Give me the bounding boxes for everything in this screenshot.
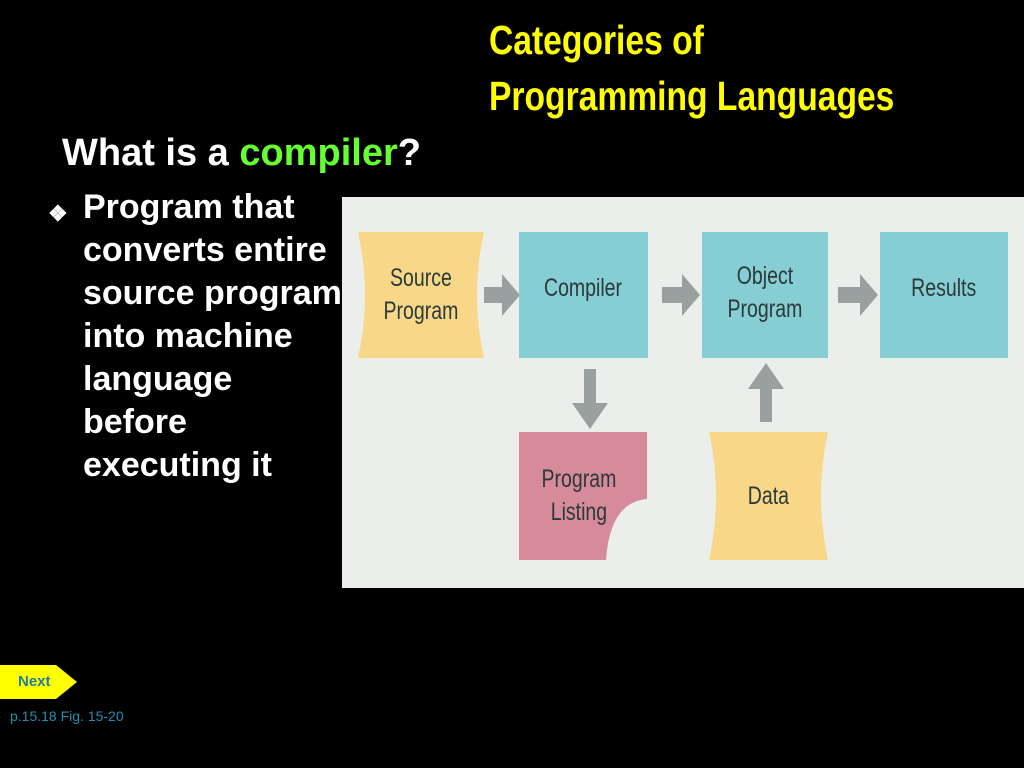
results-label: Results (911, 274, 977, 302)
program-listing-shape (519, 432, 647, 560)
figure-reference: p.15.18 Fig. 15-20 (10, 708, 124, 724)
question-highlight: compiler (239, 132, 398, 174)
program-listing-box: Program Listing (519, 432, 639, 560)
results-box: Results (880, 232, 1008, 358)
object-program-box: Object Program (702, 232, 828, 358)
question-prefix: What is a (62, 132, 240, 174)
data-shape (709, 432, 828, 560)
program-listing-label: Program Listing (541, 465, 617, 526)
arrow-up-icon (748, 363, 784, 422)
next-arrow-icon (0, 665, 77, 699)
diamond-bullet-icon: ❖ (48, 201, 68, 226)
slide-title: Categories of Programming Languages (489, 12, 894, 124)
title-line-1: Categories of (489, 17, 704, 63)
data-label: Data (747, 481, 790, 510)
arrow-down-icon (572, 369, 608, 429)
next-label: Next (18, 673, 51, 690)
arrow-icons (484, 274, 878, 429)
source-program-box: Source Program (358, 232, 484, 358)
object-program-label: Object Program (727, 262, 803, 323)
diagram-shapes (358, 232, 878, 560)
arrow-right-icon (662, 274, 700, 316)
question-heading: What is a compiler? (62, 132, 421, 175)
compiler-label: Compiler (544, 274, 623, 302)
arrow-right-icon (838, 274, 878, 316)
source-program-shape (358, 232, 484, 358)
source-program-label: Source Program (383, 264, 459, 325)
bullet-text: Program that converts entire source prog… (83, 188, 342, 484)
next-button[interactable]: Next (0, 665, 78, 699)
data-box: Data (709, 432, 828, 560)
question-suffix: ? (397, 132, 421, 174)
arrow-right-icon (484, 274, 520, 316)
compiler-box: Compiler (519, 232, 648, 358)
title-line-2: Programming Languages (489, 73, 895, 119)
compiler-diagram: Source Program Compiler Object Program R… (342, 197, 1024, 588)
